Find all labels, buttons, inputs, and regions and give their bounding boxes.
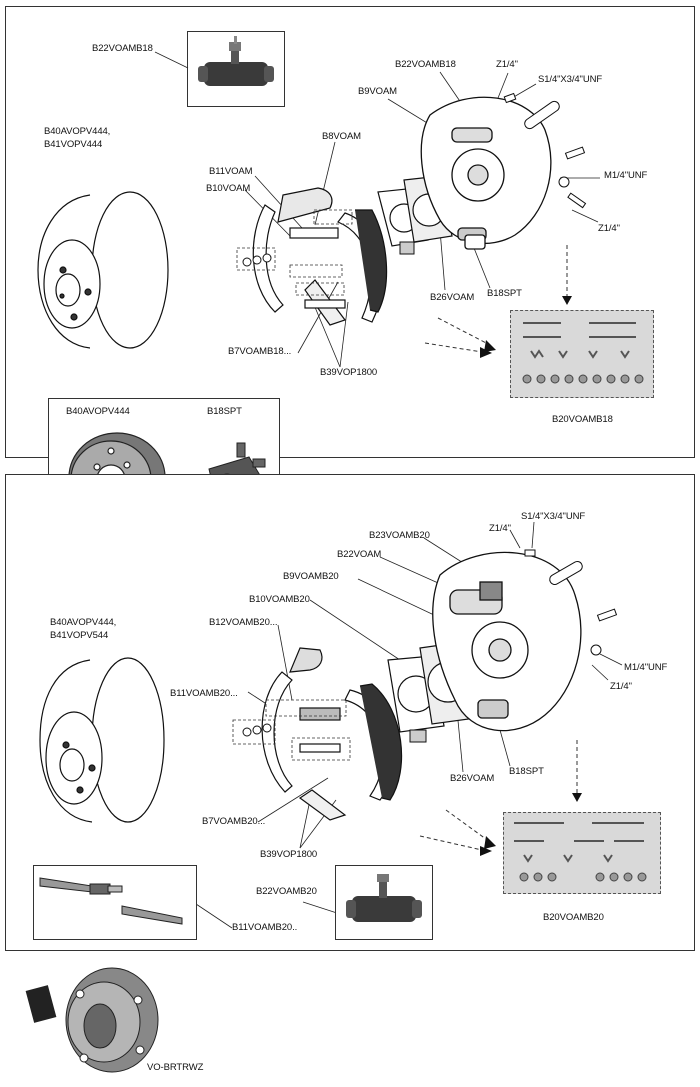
label-inset-bleeder: B18SPT xyxy=(207,406,242,417)
label-bottom-z14-a: Z1/4" xyxy=(489,523,511,534)
label-bottom-bleed: B18SPT xyxy=(509,766,544,777)
label-top-shoe-pin: B8VOAM xyxy=(322,131,361,142)
label-bottom-kit: B20VOAMB20 xyxy=(543,912,604,923)
wheel-cylinder-icon xyxy=(198,36,274,86)
label-bottom-bolt: S1/4"X3/4"UNF xyxy=(521,511,586,522)
label-top-z14-b: Z1/4" xyxy=(598,223,620,234)
label-bottom-spring-c: B12VOAMB20... xyxy=(209,617,278,628)
label-bottom-shoes: B7VOAMB20... xyxy=(202,816,266,827)
top-cylinder-inset xyxy=(187,31,285,107)
label-top-shoes: B7VOAMB18... xyxy=(228,346,292,357)
label-top-gasket: B26VOAM xyxy=(430,292,475,303)
wheel-cylinder-icon xyxy=(346,874,422,922)
label-bottom-drum: B40AVOPV444, xyxy=(50,617,117,628)
adjuster-icon xyxy=(39,877,183,925)
label-inset-drum: B40AVOPV444 xyxy=(66,406,130,417)
label-top-lining: B39VOP1800 xyxy=(320,367,378,378)
top-backing-plate xyxy=(420,96,552,250)
label-bottom-nut: M1/4"UNF xyxy=(624,662,668,673)
bottom-cylinder-inset xyxy=(335,865,433,940)
label-top-z14-a: Z1/4" xyxy=(496,59,518,70)
label-top-cylinder: B22VOAMB18 xyxy=(92,43,153,54)
label-bottom-cyl-inset: B22VOAMB20 xyxy=(256,886,317,897)
label-top-plate-adj: B9VOAM xyxy=(358,86,397,97)
label-bottom-adj: B23VOAMB20 xyxy=(369,530,430,541)
label-top-nut: M1/4"UNF xyxy=(604,170,648,181)
top-brake-drum xyxy=(37,191,169,349)
label-bottom-plate: B9VOAMB20 xyxy=(283,571,339,582)
label-bottom-cyl: B22VOAM xyxy=(337,549,382,560)
bottom-backing-plate xyxy=(432,551,582,732)
top-spring-kit xyxy=(510,310,654,398)
top-brake-shoes xyxy=(252,187,388,326)
label-top-bleed: B18SPT xyxy=(487,288,522,299)
bottom-adjuster-inset xyxy=(33,865,197,940)
top-bolts xyxy=(399,92,587,255)
label-top-spring-a: B11VOAM xyxy=(209,166,253,177)
label-top-cyl2: B22VOAMB18 xyxy=(395,59,456,70)
label-bottom-spring-a: B11VOAMB20... xyxy=(170,688,238,699)
label-bottom-z14-b: Z1/4" xyxy=(610,681,632,692)
label-top-drum: B40AVOPV444, xyxy=(44,126,111,137)
label-bottom-gasket: B26VOAM xyxy=(450,773,495,784)
bottom-brake-shoes xyxy=(261,647,403,821)
top-gaskets xyxy=(377,175,453,247)
label-bottom-drum2: B41VOPV544 xyxy=(50,630,109,641)
label-bottom-adjuster-inset: B11VOAMB20.. xyxy=(232,922,298,933)
label-bottom-lining: B39VOP1800 xyxy=(260,849,318,860)
label-bottom-spring-b: B10VOAMB20 xyxy=(249,594,310,605)
bottom-spring-kit xyxy=(503,812,661,894)
label-top-bolt: S1/4"X3/4"UNF xyxy=(538,74,603,85)
label-top-spring-b: B10VOAM xyxy=(206,183,251,194)
top-dashed-springs xyxy=(236,209,353,296)
bottom-dashed-parts xyxy=(232,699,351,761)
label-hub: VO-BRTRWZ xyxy=(147,1062,204,1073)
label-top-kit: B20VOAMB18 xyxy=(552,414,613,425)
bottom-bolts xyxy=(409,549,618,743)
label-top-drum2: B41VOPV444 xyxy=(44,139,103,150)
bottom-brake-drum xyxy=(39,657,165,823)
